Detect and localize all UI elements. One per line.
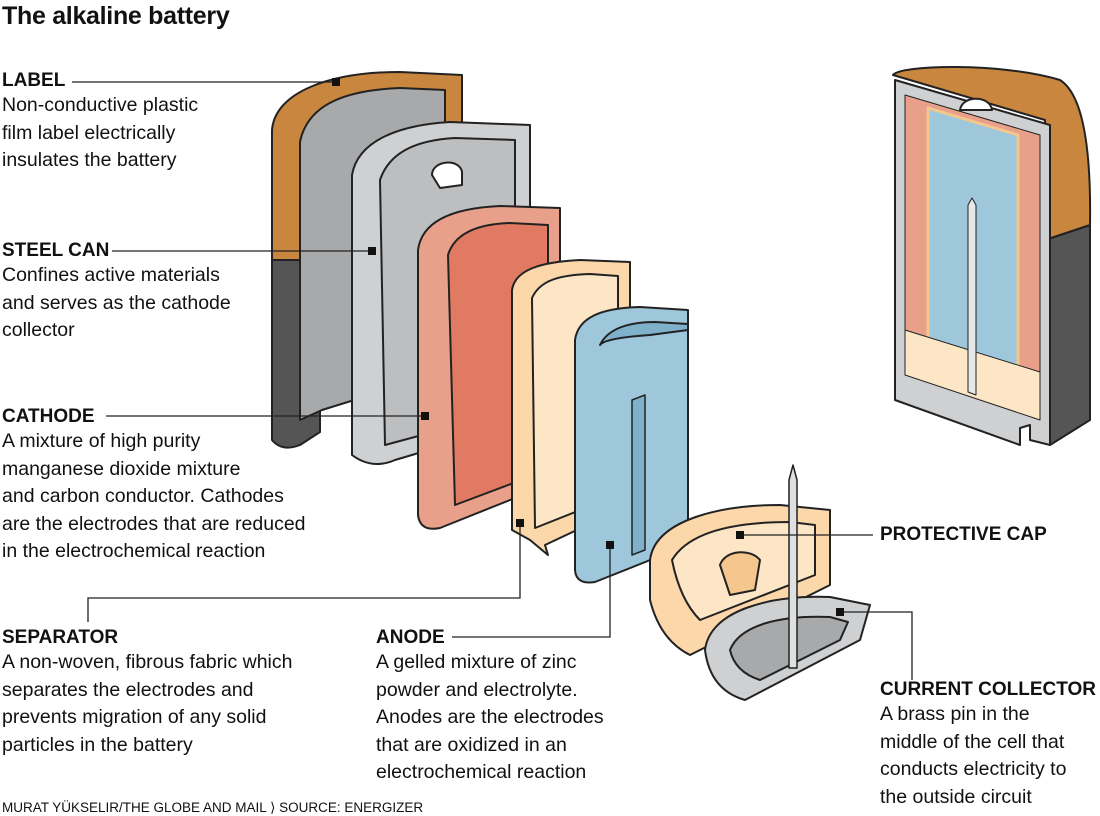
anode-callout: ANODE A gelled mixture of zinc powder an… — [376, 627, 604, 787]
separator-heading: SEPARATOR — [2, 627, 119, 648]
leader-lines — [72, 81, 913, 680]
anode-heading: ANODE — [376, 627, 445, 648]
cathode-desc-2: manganese dioxide mixture — [2, 457, 241, 480]
protective-cap-heading: PROTECTIVE CAP — [880, 524, 1047, 545]
current-collector-callout: CURRENT COLLECTOR A brass pin in the mid… — [880, 679, 1096, 811]
protective-cap-callout: PROTECTIVE CAP — [880, 524, 1047, 546]
separator-desc-2: separates the electrodes and — [2, 678, 254, 701]
steel-can-heading: STEEL CAN — [2, 240, 110, 261]
current-collector-heading: CURRENT COLLECTOR — [880, 679, 1097, 700]
cathode-desc-1: A mixture of high purity — [2, 430, 201, 452]
cathode-desc-4: are the electrodes that are reduced — [2, 512, 306, 535]
anode-desc-4: that are oxidized in an — [376, 733, 567, 756]
assembled-battery-cutaway — [892, 66, 1092, 446]
steel-can-callout: STEEL CAN Confines active materials and … — [2, 240, 231, 345]
steel-can-desc-3: collector — [2, 319, 75, 341]
separator-desc-1: A non-woven, fibrous fabric which — [2, 651, 293, 673]
current-collector-desc-1: A brass pin in the — [880, 703, 1030, 725]
label-desc-1: Non-conductive plastic — [2, 94, 199, 116]
cathode-heading: CATHODE — [2, 406, 95, 427]
separator-callout: SEPARATOR A non-woven, fibrous fabric wh… — [2, 627, 292, 759]
cathode-callout: CATHODE A mixture of high purity mangane… — [2, 406, 306, 566]
leader-markers — [332, 78, 844, 616]
current-collector-desc-2: middle of the cell that — [880, 730, 1065, 753]
credit-line: MURAT YÜKSELIR/THE GLOBE AND MAIL ⟩ SOUR… — [2, 800, 424, 815]
label-heading: LABEL — [2, 70, 66, 91]
anode-desc-5: electrochemical reaction — [376, 761, 587, 783]
anode-desc-3: Anodes are the electrodes — [376, 706, 604, 728]
label-callout: LABEL Non-conductive plastic film label … — [2, 70, 198, 175]
steel-can-desc-1: Confines active materials — [2, 264, 220, 286]
cathode-desc-3: and carbon conductor. Cathodes — [2, 485, 284, 507]
steel-can-desc-2: and serves as the cathode — [2, 291, 231, 314]
label-desc-3: insulates the battery — [2, 149, 177, 171]
current-collector-desc-4: the outside circuit — [880, 785, 1032, 808]
anode-shell — [574, 306, 689, 584]
page-title: The alkaline battery — [2, 2, 230, 30]
label-desc-2: film label electrically — [2, 121, 176, 144]
current-collector-desc-3: conducts electricity to — [880, 758, 1067, 780]
anode-desc-2: powder and electrolyte. — [376, 678, 578, 701]
separator-desc-3: prevents migration of any solid — [2, 706, 267, 728]
cathode-desc-5: in the electrochemical reaction — [2, 540, 266, 562]
anode-desc-1: A gelled mixture of zinc — [376, 651, 577, 673]
separator-desc-4: particles in the battery — [2, 733, 193, 756]
brass-pin — [788, 464, 798, 669]
